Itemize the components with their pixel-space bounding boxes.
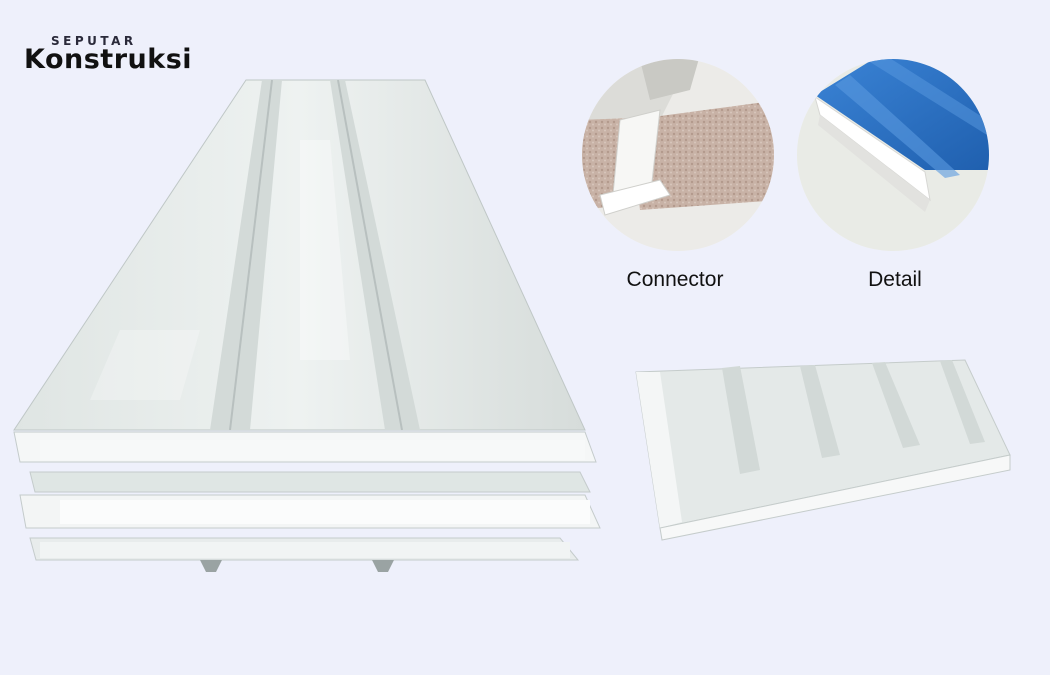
caption-connector: Connector bbox=[626, 268, 724, 291]
brand-logo: SEPUTAR Konstruksi bbox=[24, 34, 204, 82]
connector-detail-image bbox=[582, 59, 774, 251]
panel-stack bbox=[13, 79, 601, 572]
single-panel-image bbox=[635, 359, 1011, 541]
brand-prefix: SEPUTAR bbox=[51, 34, 137, 48]
brand-name: Konstruksi bbox=[24, 44, 193, 75]
caption-detail: Detail bbox=[868, 268, 922, 291]
detail-image bbox=[797, 59, 989, 251]
